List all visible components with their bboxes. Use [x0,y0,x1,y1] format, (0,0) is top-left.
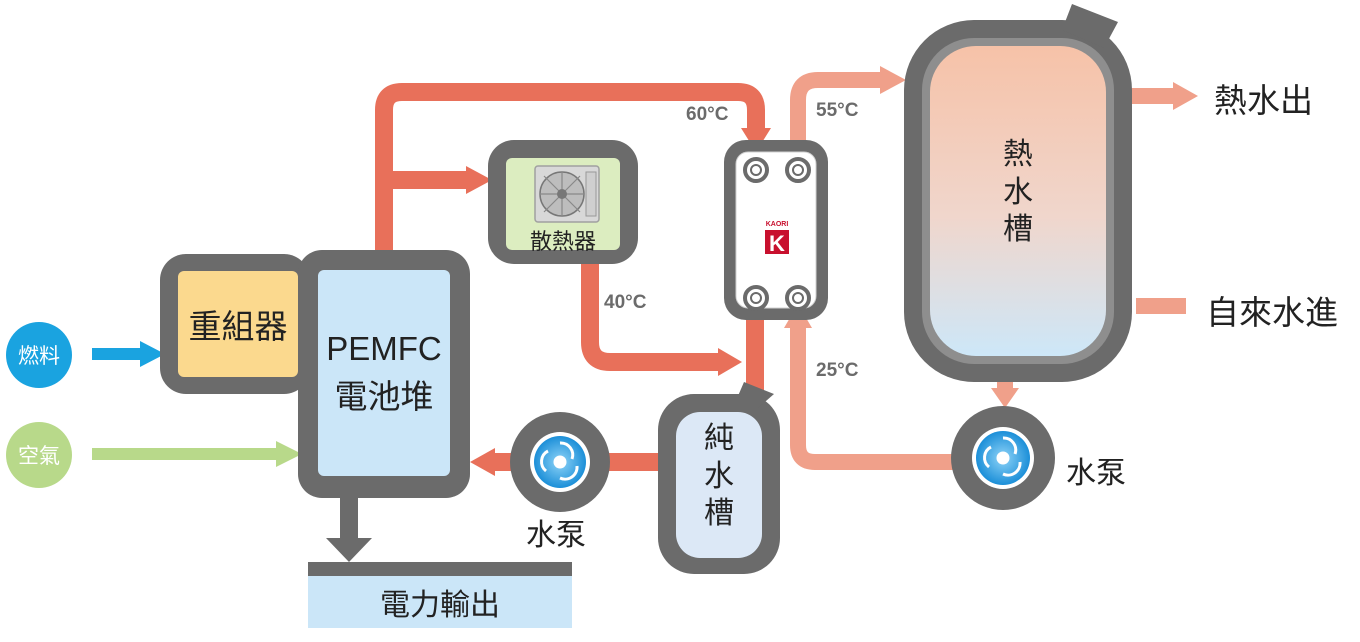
power-output-arrow [326,496,372,562]
fuel-label: 燃料 [18,344,60,368]
stack-label-line2: 電池堆 [334,377,434,416]
radiator-label: 散熱器 [529,230,596,255]
pure-water-tank [658,382,780,574]
temp-25: 25°C [816,360,859,381]
svg-text:K: K [769,231,785,256]
power-output-label: 電力輸出 [380,588,500,623]
reformer-box [160,254,310,394]
tap-water-in-label: 自來水進 [1206,293,1338,332]
fuel-input-circle: 燃料 [6,322,72,388]
stack-label-line1: PEMFC [326,330,442,367]
radiator-fan-icon [534,165,600,223]
pump-right-icon [983,436,1022,477]
pemfc-stack-box [298,250,470,498]
kaori-logo: KAORI K [765,221,789,256]
temp-55: 55°C [816,100,859,121]
temp-60: 60°C [686,104,729,125]
pump-left-label: 水泵 [526,518,586,553]
hot-water-tank-label: 熱 水 槽 [1003,137,1033,247]
hot-water-out-label: 熱水出 [1214,81,1313,120]
air-arrow [92,441,302,467]
air-input-circle: 空氣 [6,422,72,488]
reformer-label: 重組器 [188,307,288,346]
temp-40: 40°C [604,292,647,313]
power-output-box [308,562,572,628]
svg-text:KAORI: KAORI [766,221,789,228]
pump-right-label: 水泵 [1066,456,1126,491]
pump-left-icon [540,441,579,481]
pure-water-tank-label: 純 水 槽 [704,421,734,531]
air-label: 空氣 [18,444,60,468]
fuel-arrow [92,341,165,367]
hot-water-tank [904,4,1132,382]
